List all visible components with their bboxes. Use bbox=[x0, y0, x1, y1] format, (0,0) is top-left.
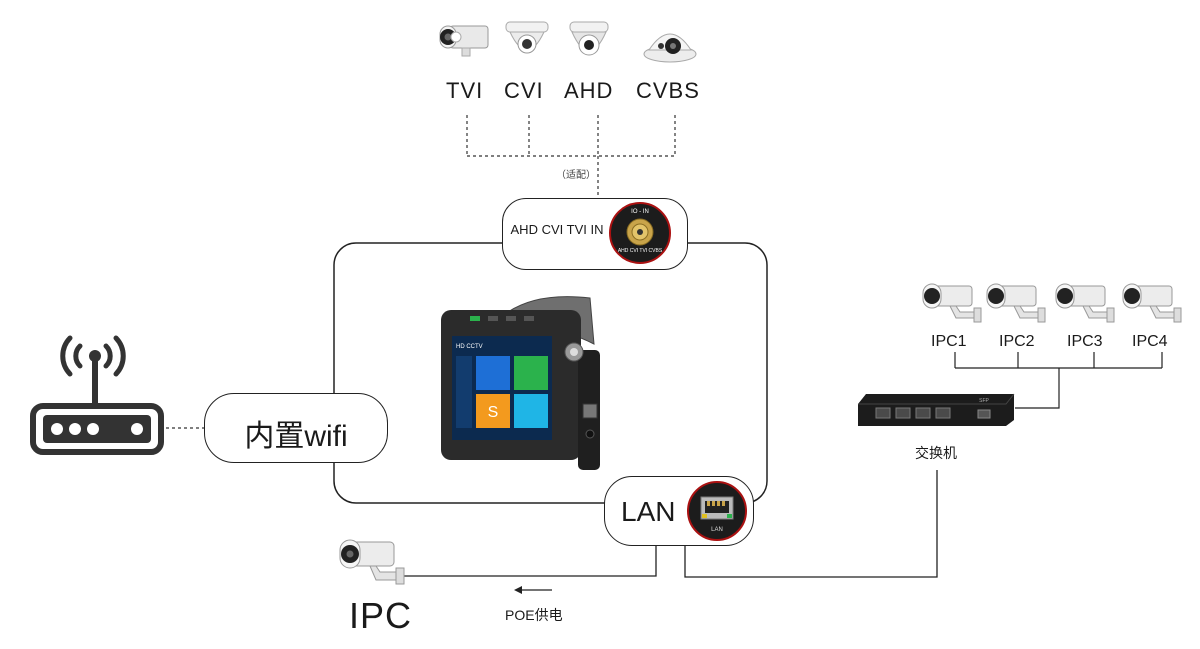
dome-camera-icon bbox=[569, 21, 609, 56]
switch-label: 交换机 bbox=[915, 445, 957, 461]
camera-label-tvi: TVI bbox=[446, 78, 484, 103]
lan-label: LAN bbox=[621, 496, 676, 527]
turret-camera-icon bbox=[643, 33, 697, 63]
ip-camera-label-3: IPC3 bbox=[1067, 333, 1103, 350]
adapt-note: （适配） bbox=[556, 170, 596, 181]
camera-label-cvbs: CVBS bbox=[636, 78, 700, 103]
ip-camera-label-2: IPC2 bbox=[999, 333, 1035, 350]
ip-camera-label-1: IPC1 bbox=[931, 333, 967, 350]
bullet-camera-icon bbox=[439, 25, 489, 57]
connector-text: AHD CVI TVI CVBS bbox=[618, 248, 663, 254]
bullet-camera-icon bbox=[922, 283, 982, 323]
camera-label-ahd: AHD bbox=[564, 78, 614, 103]
bullet-camera-icon bbox=[1055, 283, 1115, 323]
router-icon bbox=[30, 335, 164, 455]
analog-input-label: AHD CVI TVI IN bbox=[510, 222, 604, 237]
wifi-label: 内置wifi bbox=[244, 420, 348, 453]
connector-top-text: IO - IN bbox=[631, 209, 649, 215]
poe-direction-label: POE供电 bbox=[505, 607, 563, 623]
analog-input-callout: AHD CVI TVI IN IO - IN AHD CVI TVI CVBS bbox=[502, 198, 688, 270]
lan-callout: LAN LAN bbox=[604, 476, 754, 546]
lan-port-text: LAN bbox=[711, 527, 723, 533]
poe-ipc-label: IPC bbox=[349, 595, 413, 636]
network-switch-icon: SFP bbox=[858, 393, 1015, 426]
bullet-camera-icon bbox=[1122, 283, 1182, 323]
bnc-connector-icon: IO - IN AHD CVI TVI CVBS bbox=[609, 202, 671, 264]
wifi-callout: 内置wifi bbox=[204, 393, 388, 463]
device-tile-letter: S bbox=[488, 404, 499, 421]
switch-sfp-text: SFP bbox=[979, 398, 989, 404]
cctv-tester-device: HD CCTV S bbox=[441, 296, 600, 470]
dome-camera-icon bbox=[505, 21, 549, 54]
bullet-camera-icon bbox=[986, 283, 1046, 323]
bullet-camera-icon bbox=[339, 539, 405, 585]
ip-camera-label-4: IPC4 bbox=[1132, 333, 1168, 350]
device-brand-text: HD CCTV bbox=[456, 344, 483, 350]
ethernet-port-icon: LAN bbox=[687, 481, 747, 541]
camera-label-cvi: CVI bbox=[504, 78, 544, 103]
